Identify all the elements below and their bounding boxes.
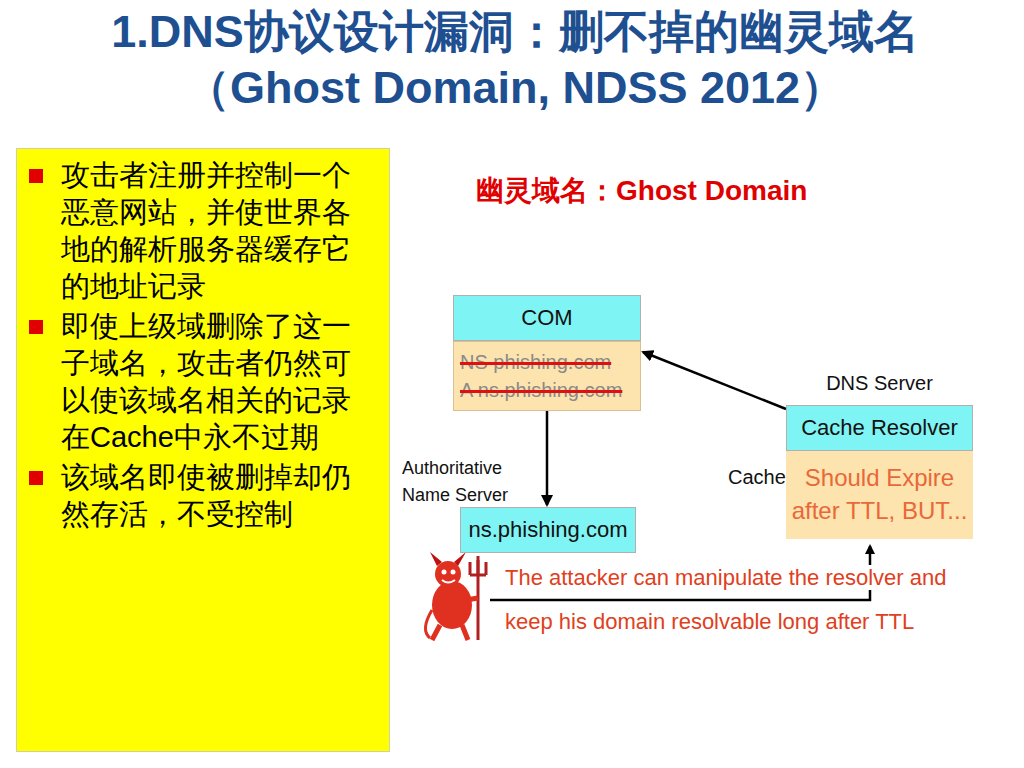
- record-body: NS phishing.comA ns.phishing.com: [453, 341, 641, 411]
- node-resolver: DNS ServerCache ResolverShould Expire af…: [786, 372, 973, 539]
- node-panel: 攻击者注册并控制一个恶意网站，并使世界各地的解析服务器缓存它的地址记录即使上级域…: [16, 148, 390, 752]
- diagram-heading-text: 幽灵域名：Ghost Domain: [476, 175, 807, 206]
- node-box: ns.phishing.com: [460, 507, 636, 553]
- cache-note: Should Expire after TTL, BUT...: [790, 461, 969, 527]
- zone-name: COM: [458, 305, 636, 331]
- node-record: COM NS phishing.comA ns.phishing.com: [453, 295, 641, 411]
- server-heading: DNS Server: [786, 372, 973, 405]
- resolver-cache: Should Expire after TTL, BUT...: [786, 451, 973, 539]
- bullet-text: 该域名即使被删掉却仍然存活，不受控制: [61, 459, 375, 533]
- attacker-note-text: The attacker can manipulate the resolver…: [505, 565, 946, 634]
- slide-title: 1.DNS协议设计漏洞：删不掉的幽灵域名（Ghost Domain, NDSS …: [100, 4, 930, 116]
- resolver-name: Cache Resolver: [791, 415, 968, 441]
- devil-icon: [425, 552, 486, 640]
- deleted-record: A ns.phishing.com: [460, 376, 636, 404]
- bullet-text: 即使上级域删除了这一子域名，攻击者仍然可以使该域名相关的记录在Cache中永不过…: [61, 308, 375, 456]
- connector-arrow: [643, 352, 786, 409]
- bullet-text: 攻击者注册并控制一个恶意网站，并使世界各地的解析服务器缓存它的地址记录: [61, 157, 375, 305]
- resolver-header: Cache Resolver: [786, 405, 973, 451]
- server-label-text: Authoritative Name Server: [402, 458, 508, 505]
- attacker-note: The attacker can manipulate the resolver…: [505, 556, 997, 644]
- server-name: ns.phishing.com: [465, 517, 631, 543]
- cache-label-text: Cache: [728, 466, 786, 488]
- cache-label: Cache: [728, 466, 783, 489]
- record-header: COM: [453, 295, 641, 341]
- diagram-heading: 幽灵域名：Ghost Domain: [476, 172, 916, 210]
- deleted-record: NS phishing.com: [460, 348, 636, 376]
- connector-arrow: [546, 411, 549, 505]
- server-label: Authoritative Name Server: [402, 455, 520, 509]
